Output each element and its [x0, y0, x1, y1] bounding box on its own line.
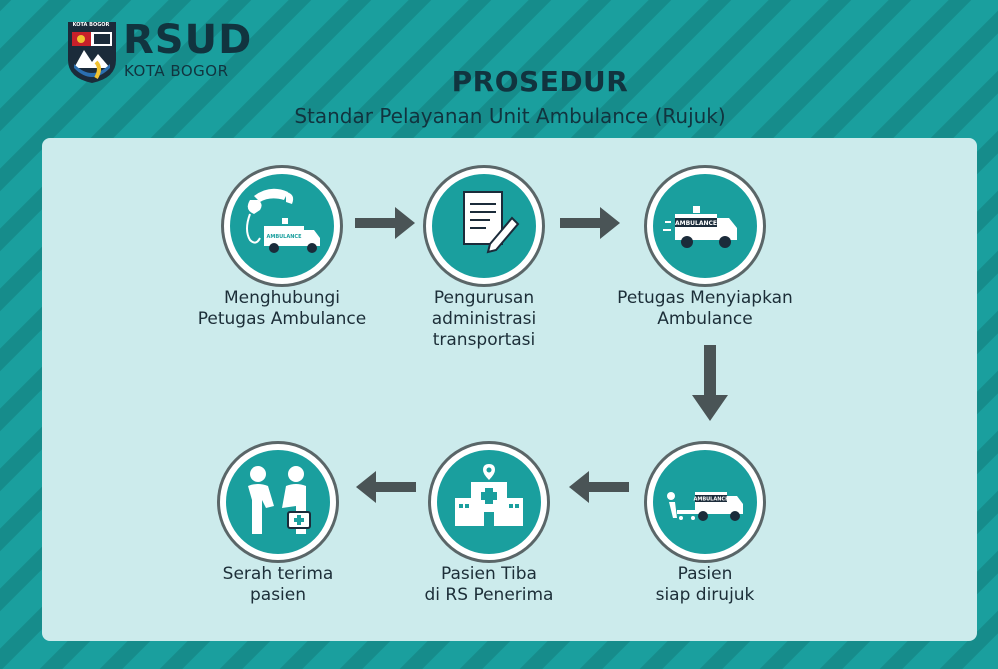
step-3-label-line-1: Petugas Menyiapkan	[617, 288, 793, 308]
van-text: AMBULANCE	[266, 234, 302, 240]
patient-stretcher-ambulance-icon: AMBULANCE	[667, 492, 743, 521]
page-title: PROSEDUR	[451, 65, 629, 98]
step-5-label-line-2: di RS Penerima	[424, 585, 554, 605]
city-crest-icon	[68, 22, 116, 83]
ambulance-icon: AMBULANCE	[663, 206, 737, 248]
page-subtitle: Standar Pelayanan Unit Ambulance (Rujuk)	[294, 104, 726, 128]
step-6-label-line-1: Serah terima	[222, 564, 334, 584]
step-6-circle	[220, 444, 336, 560]
step-1-label-line-2: Petugas Ambulance	[197, 309, 367, 329]
arrow-right-1-icon	[355, 207, 415, 239]
step-4-label-line-2: siap dirujuk	[655, 585, 755, 605]
step-3-circle: AMBULANCE	[647, 168, 763, 284]
step-2-label-line-2: administrasi	[431, 309, 537, 329]
van-text: AMBULANCE	[693, 497, 729, 503]
hospital-building-icon	[455, 464, 523, 526]
step-2-label-line-3: transportasi	[432, 330, 536, 350]
step-5-circle	[431, 444, 547, 560]
handover-medical-kit-icon	[248, 466, 311, 534]
arrow-left-2-icon	[356, 471, 416, 503]
arrow-right-2-icon	[560, 207, 620, 239]
phone-ambulance-icon: AMBULANCE	[246, 188, 320, 253]
step-2-label: Pengurusan administrasi transportasi	[364, 288, 604, 351]
step-1-label-line-1: Menghubungi	[223, 288, 341, 308]
logo-name: RSUD	[123, 17, 253, 63]
step-3-label-line-2: Ambulance	[657, 309, 753, 329]
step-4-label: Pasien siap dirujuk	[585, 564, 825, 606]
step-3-label: Petugas Menyiapkan Ambulance	[585, 288, 825, 330]
hospital-logo: KOTA BOGOR RSUD KOTA BOGOR	[66, 17, 256, 90]
step-1-label: Menghubungi Petugas Ambulance	[162, 288, 402, 330]
step-4-circle: AMBULANCE	[647, 444, 763, 560]
van-text: AMBULANCE	[675, 220, 717, 227]
document-pen-icon	[463, 191, 520, 254]
step-2-label-line-1: Pengurusan	[433, 288, 535, 308]
logo-tag: KOTA BOGOR	[70, 22, 112, 29]
step-6-label: Serah terima pasien	[158, 564, 398, 606]
step-2-circle	[426, 168, 542, 284]
step-4-label-line-1: Pasien	[677, 564, 733, 584]
step-1-circle: AMBULANCE	[224, 168, 340, 284]
step-6-label-line-2: pasien	[249, 585, 307, 605]
arrow-down-icon	[692, 345, 728, 421]
step-5-label: Pasien Tiba di RS Penerima	[369, 564, 609, 606]
logo-city: KOTA BOGOR	[124, 62, 229, 80]
step-5-label-line-1: Pasien Tiba	[441, 564, 537, 584]
arrow-left-1-icon	[569, 471, 629, 503]
